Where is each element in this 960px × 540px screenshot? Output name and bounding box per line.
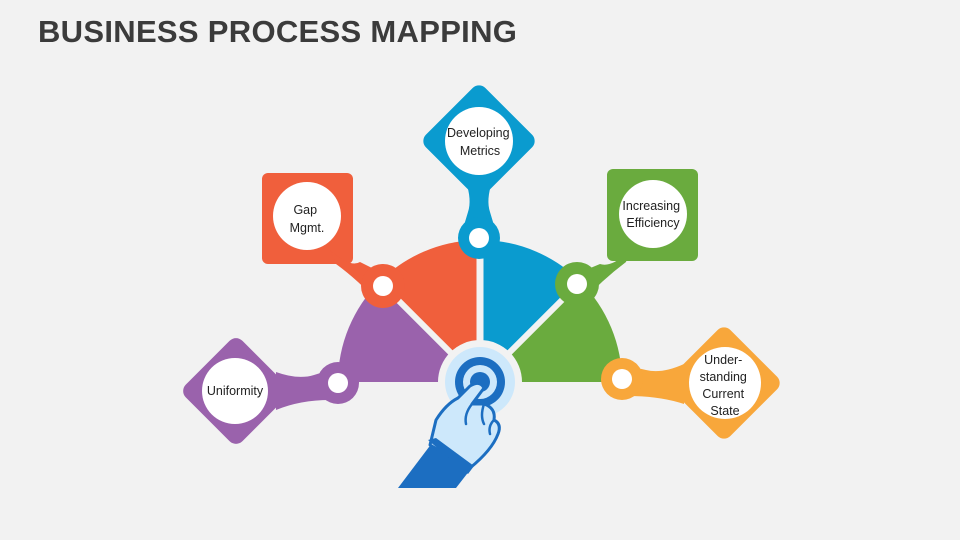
segment-purple	[338, 281, 480, 382]
label-understanding-current-state: Under- standing Current State	[700, 353, 751, 418]
node-increasing-efficiency: Increasing Efficiency	[555, 169, 698, 306]
label-uniformity: Uniformity	[207, 384, 264, 398]
segment-blue	[480, 240, 581, 382]
node-uniformity: Uniformity	[183, 338, 359, 444]
node-gap-mgmt: Gap Mgmt.	[262, 173, 405, 308]
segment-green	[480, 281, 622, 382]
label-increasing-efficiency: Increasing Efficiency	[622, 199, 683, 230]
label-developing-metrics: Developing Metrics	[447, 126, 513, 158]
label-gap-mgmt: Gap Mgmt.	[290, 203, 325, 235]
page-title: BUSINESS PROCESS MAPPING	[38, 14, 518, 49]
segment-orange	[379, 240, 480, 382]
pointing-hand-icon	[398, 381, 501, 488]
node-developing-metrics: Developing Metrics	[423, 85, 535, 259]
node-understanding-current-state: Under- standing Current State	[601, 327, 780, 439]
